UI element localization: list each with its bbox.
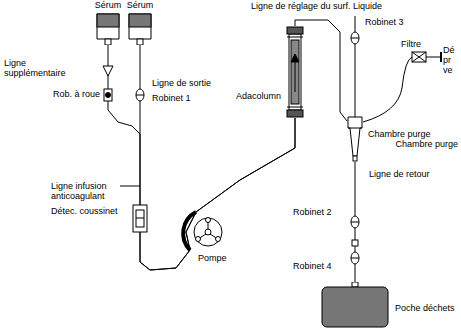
part-label: Ligne de sortie [151, 79, 212, 89]
serum-bag [92, 13, 124, 45]
node-label: Chambre purge [367, 130, 432, 140]
part-label: Robinet 3 [364, 18, 405, 28]
check-valve [103, 66, 113, 76]
chamber-node: Chambre purge [347, 116, 447, 162]
clamp-symbol [351, 32, 359, 44]
node-label: Sérum [124, 1, 156, 11]
pump-symbol [194, 218, 222, 246]
detector-symbol [133, 205, 147, 232]
tube-line [295, 20, 347, 121]
connector-symbol [352, 240, 358, 246]
node-label: Adacolumn [235, 92, 282, 102]
filter-symbol [412, 52, 426, 62]
part-label: Ligne supplémentaire [3, 59, 71, 79]
level-line [355, 16, 356, 118]
node-label: Poche déchets [394, 304, 456, 314]
part-label: Ligne de retour [368, 170, 431, 180]
part-label: Chambre purge [394, 140, 459, 150]
waste-node: Poche déchets [319, 282, 459, 328]
waste-bag [319, 282, 391, 328]
tube-line [108, 45, 295, 270]
clamp-symbol [351, 216, 359, 228]
part-label: Robinet 1 [151, 94, 192, 104]
drip-chamber [347, 116, 363, 162]
part-label: Ligne infusion anticoagulant [50, 182, 120, 202]
clamp-symbol [136, 89, 144, 101]
part-label: Ligne de réglage du surf. Liquide [250, 2, 383, 12]
node-label: Sérum [92, 1, 124, 11]
pump-tube [183, 212, 196, 250]
column-node: Adacolumn [222, 26, 306, 118]
part-label: Robinet 2 [292, 208, 333, 218]
serum-bag-node: Sérum [92, 1, 124, 45]
clamp-symbol [351, 252, 359, 264]
adsorption-column [286, 26, 304, 118]
filter-line [363, 57, 412, 122]
part-label: Détec. coussinet [50, 207, 119, 217]
infusion-line [120, 186, 140, 187]
serum-bag-node: Sérum [124, 1, 156, 45]
part-label: Dé pr ve [442, 46, 459, 76]
roller-clamp [104, 89, 112, 101]
serum-bag [124, 13, 156, 45]
part-label: Rob. à roue [52, 90, 101, 100]
part-label: Robinet 4 [292, 262, 333, 272]
part-label: Pompe [197, 254, 228, 264]
part-label: Filtre [400, 40, 422, 50]
tube-line [140, 45, 295, 270]
